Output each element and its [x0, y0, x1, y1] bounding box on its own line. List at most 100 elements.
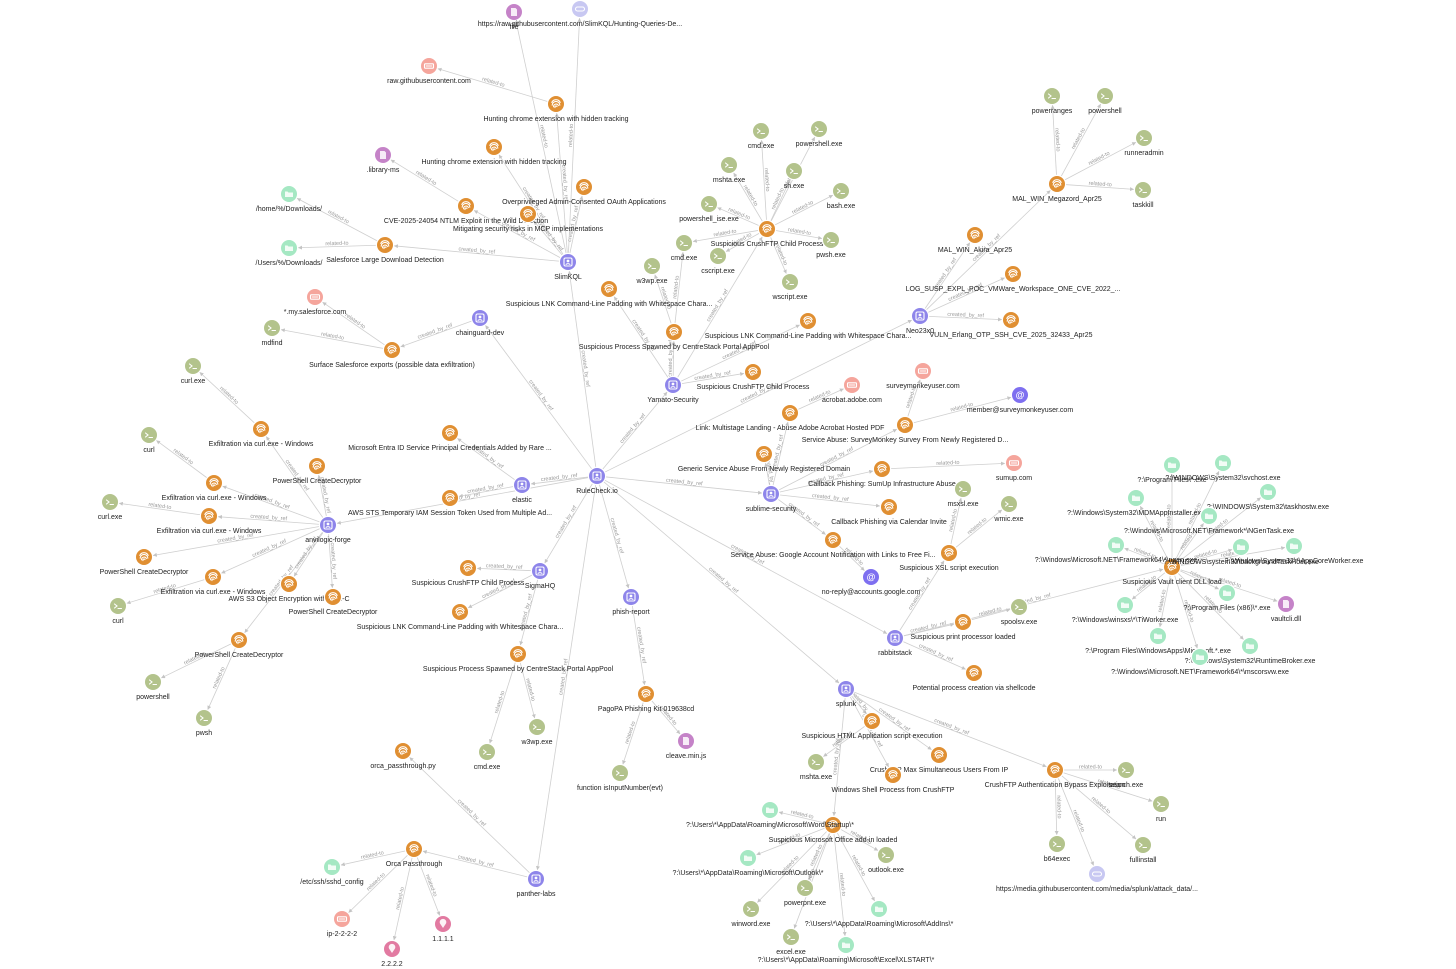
- graph-node-rule[interactable]: VULN_Erlang_OTP_SSH_CVE_2025_32433_Apr25: [929, 310, 1093, 339]
- graph-node-rule[interactable]: Suspicious Microsoft Office add-in loade…: [769, 815, 898, 844]
- graph-node-rule[interactable]: Suspicious Process Spawned by CentreStac…: [579, 322, 770, 351]
- graph-node-rule[interactable]: Suspicious XSL script execution: [899, 543, 999, 572]
- graph-node-process[interactable]: sh.exe: [784, 161, 805, 190]
- graph-node-process[interactable]: powerranges: [1032, 86, 1073, 115]
- graph-node-author[interactable]: anvilogic-forge: [305, 515, 351, 544]
- graph-node-rule[interactable]: Suspicious LNK Command-Line Padding with…: [506, 279, 713, 308]
- graph-node-process[interactable]: bash.exe: [827, 181, 856, 210]
- graph-node-path[interactable]: ?:\Windows\winsxs\*\TiWorker.exe: [1072, 595, 1179, 624]
- graph-node-rule[interactable]: Service Abuse: SurveyMonkey Survey From …: [802, 415, 1009, 444]
- graph-node-rule[interactable]: AWS STS Temporary IAM Session Token Used…: [348, 488, 552, 517]
- graph-node-path[interactable]: ?:\Users\*\AppData\Roaming\Microsoft\Add…: [805, 899, 954, 928]
- graph-node-author[interactable]: elastic: [512, 475, 532, 504]
- graph-node-process[interactable]: msxsl.exe: [947, 479, 979, 508]
- graph-node-process[interactable]: powerpnt.exe: [784, 878, 826, 907]
- graph-node-path[interactable]: ?:\Users\*\AppData\Roaming\Microsoft\Exc…: [758, 935, 935, 964]
- graph-node-url[interactable]: https://raw.githubusercontent.com/SlimKQ…: [478, 0, 682, 28]
- graph-node-process[interactable]: outlook.exe: [868, 845, 904, 874]
- graph-node-rule[interactable]: Overprivileged Admin-Consented OAuth App…: [502, 177, 666, 206]
- graph-node-author[interactable]: panther-labs: [517, 869, 556, 898]
- graph-node-process[interactable]: fullinstall: [1130, 835, 1157, 864]
- graph-node-process[interactable]: w3wp.exe: [520, 717, 553, 746]
- graph-node-process[interactable]: spoolsv.exe: [1001, 597, 1038, 626]
- graph-node-process[interactable]: mshta.exe: [713, 155, 745, 184]
- graph-node-rule[interactable]: orca_passthrough.py: [370, 741, 436, 770]
- graph-node-path[interactable]: ?:\Windows\Microsoft.NET\Framework*\NGen…: [1124, 506, 1294, 535]
- graph-node-author[interactable]: sublime-security: [746, 484, 797, 513]
- graph-node-rule[interactable]: Generic Service Abuse From Newly Registe…: [678, 444, 850, 473]
- graph-node-rule[interactable]: Microsoft Entra ID Service Principal Cre…: [348, 423, 552, 452]
- graph-node-process[interactable]: search.exe: [1109, 760, 1143, 789]
- graph-node-rule[interactable]: Suspicious CrushFTP Child Process: [412, 558, 525, 587]
- graph-node-process[interactable]: w3wp.exe: [635, 256, 668, 285]
- graph-node-path[interactable]: ?:\WINDOWS\system32\backgroundTaskHost.e…: [1163, 537, 1319, 566]
- graph-node-process[interactable]: run: [1151, 794, 1171, 823]
- graph-node-process[interactable]: pwsh: [194, 708, 214, 737]
- graph-node-rule[interactable]: Suspicious Process Spawned by CentreStac…: [423, 644, 614, 673]
- graph-node-author[interactable]: SlimKQL: [554, 252, 582, 281]
- graph-node-ip[interactable]: 1.1.1.1: [432, 914, 454, 943]
- graph-node-process[interactable]: pwsh.exe: [816, 230, 846, 259]
- graph-node-rule[interactable]: AWS S3 Object Encryption with SSE-C: [228, 574, 350, 603]
- graph-node-process[interactable]: cmd.exe: [474, 742, 501, 771]
- graph-node-author[interactable]: Neo23x0: [906, 306, 934, 335]
- graph-node-author[interactable]: RuleCheck.io: [576, 466, 618, 495]
- graph-node-process[interactable]: curl: [139, 425, 159, 454]
- graph-node-author[interactable]: chainguard-dev: [456, 308, 505, 337]
- graph-node-author[interactable]: splunk: [836, 679, 857, 708]
- graph-node-rule[interactable]: MAL_WIN_Akira_Apr25: [938, 225, 1012, 254]
- graph-node-rule[interactable]: Exfiltration via curl.exe - Windows: [162, 473, 267, 502]
- graph-node-rule[interactable]: Exfiltration via curl.exe - Windows: [209, 419, 314, 448]
- graph-node-path[interactable]: ?:\Users\*\AppData\Roaming\Microsoft\Wor…: [686, 800, 854, 829]
- graph-node-process[interactable]: wscript.exe: [771, 272, 808, 301]
- graph-node-process[interactable]: powershell_ise.exe: [679, 194, 739, 223]
- graph-node-process[interactable]: cmd.exe: [671, 233, 698, 262]
- graph-node-rule[interactable]: Suspicious Vault client DLL load: [1122, 557, 1222, 586]
- graph-node-process[interactable]: wmic.exe: [993, 494, 1024, 523]
- graph-node-process[interactable]: runneradmin: [1124, 128, 1164, 157]
- graph-node-ip[interactable]: 2.2.2.2: [381, 939, 403, 968]
- graph-node-path[interactable]: ?:\Windows\System32\RuntimeBroker.exe: [1185, 636, 1316, 665]
- graph-node-rule[interactable]: Orca Passthrough: [386, 839, 443, 868]
- graph-node-rule[interactable]: CrushFTP Authentication Bypass Exploitat…: [985, 760, 1126, 789]
- graph-node-url[interactable]: https://media.githubusercontent.com/medi…: [996, 864, 1198, 893]
- graph-node-process[interactable]: curl.exe: [181, 356, 206, 385]
- graph-node-rule[interactable]: Callback Phishing: SumUp Infrastructure …: [808, 459, 956, 488]
- graph-node-email[interactable]: @no-reply@accounts.google.com: [822, 567, 921, 596]
- graph-node-rule[interactable]: Link: Multistage Landing - Abuse Adobe A…: [696, 403, 885, 432]
- graph-node-author[interactable]: phish-report: [612, 587, 650, 616]
- graph-node-process[interactable]: cmd.exe: [748, 121, 775, 150]
- graph-node-rule[interactable]: CVE-2025-24054 NTLM Exploit in the Wild …: [384, 196, 548, 225]
- graph-node-path[interactable]: ?:\Program Files (x86)\*.exe: [1183, 583, 1271, 612]
- graph-node-rule[interactable]: MAL_WIN_Megazord_Apr25: [1012, 174, 1102, 203]
- graph-node-domain[interactable]: sumup.com: [996, 453, 1032, 482]
- graph-node-path[interactable]: ?:\Windows\System32\*\AppCoreWorker.exe: [1225, 536, 1364, 565]
- graph-node-path[interactable]: ?:\Program Files\WindowsApps\Microsoft.*…: [1085, 626, 1231, 655]
- graph-node-domain[interactable]: ip-2-2-2-2: [327, 909, 357, 938]
- graph-node-process[interactable]: cscript.exe: [701, 246, 735, 275]
- graph-node-email[interactable]: @member@surveymonkeyuser.com: [967, 385, 1073, 414]
- graph-node-path[interactable]: ?:\Program Files\*.exe: [1137, 455, 1207, 484]
- graph-node-rule[interactable]: PowerShell CreateDecryptor: [195, 630, 284, 659]
- graph-node-process[interactable]: powershell.exe: [796, 119, 843, 148]
- graph-node-rule[interactable]: Surface Salesforce exports (possible dat…: [309, 340, 475, 369]
- graph-node-process[interactable]: curl: [108, 596, 128, 625]
- graph-node-rule[interactable]: Suspicious print processor loaded: [910, 612, 1016, 641]
- graph-node-rule[interactable]: Salesforce Large Download Detection: [326, 235, 444, 264]
- graph-node-rule[interactable]: Suspicious HTML Application script execu…: [802, 711, 943, 740]
- graph-node-rule[interactable]: Callback Phishing via Calendar Invite: [831, 497, 947, 526]
- graph-node-rule[interactable]: Potential process creation via shellcode: [913, 663, 1036, 692]
- graph-node-process[interactable]: winword.exe: [731, 899, 771, 928]
- graph-node-file[interactable]: file: [504, 2, 524, 31]
- graph-node-rule[interactable]: Windows Shell Process from CrushFTP: [832, 765, 955, 794]
- graph-node-process[interactable]: function isInputNumber(evt): [577, 763, 663, 792]
- graph-node-domain[interactable]: surveymonkeyuser.com: [886, 361, 960, 390]
- graph-node-domain[interactable]: raw.githubusercontent.com: [387, 56, 471, 85]
- graph-node-process[interactable]: b64exec: [1044, 834, 1071, 863]
- graph-node-file[interactable]: cleave.min.js: [666, 731, 707, 760]
- graph-node-path[interactable]: ?:\Windows\Microsoft.NET\Framework64\*\n…: [1035, 535, 1198, 564]
- graph-node-process[interactable]: mdfind: [261, 318, 283, 347]
- graph-node-path[interactable]: ?:\Windows\Microsoft.NET\Framework64\*\m…: [1111, 647, 1289, 676]
- graph-node-process[interactable]: excel.exe: [776, 927, 806, 956]
